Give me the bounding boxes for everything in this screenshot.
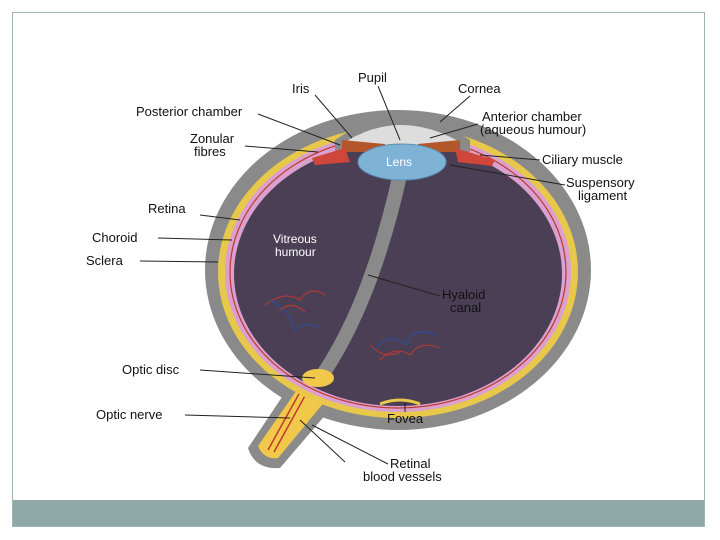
label-cornea: Cornea [458, 81, 501, 96]
label-retina: Retina [148, 201, 186, 216]
ciliary-right [455, 148, 495, 166]
hyaloid-canal-shape [316, 172, 408, 376]
ciliary-left [312, 148, 350, 165]
label-aqueous-humour: (aqueous humour) [480, 122, 586, 137]
label-suspensory: Suspensory [566, 175, 635, 190]
label-optic-disc: Optic disc [122, 362, 180, 377]
optic-nerve-vessel [267, 391, 307, 453]
label-ciliary-muscle: Ciliary muscle [542, 152, 623, 167]
label-retinal: Retinal [390, 456, 431, 471]
label-posterior-chamber: Posterior chamber [136, 104, 243, 119]
label-lens: Lens [386, 155, 412, 169]
eye-body [205, 110, 591, 469]
label-vitreous: Vitreous [273, 232, 317, 246]
label-iris: Iris [292, 81, 310, 96]
label-anterior-chamber: Anterior chamber [482, 109, 582, 124]
label-fibres: fibres [194, 144, 226, 159]
label-choroid: Choroid [92, 230, 138, 245]
lens-shape [357, 143, 447, 181]
label-ligament: ligament [578, 188, 628, 203]
label-optic-nerve: Optic nerve [96, 407, 162, 422]
label-sclera: Sclera [86, 253, 124, 268]
label-pupil: Pupil [358, 70, 387, 85]
optic-disc-shape [302, 369, 334, 387]
label-fovea: Fovea [387, 411, 424, 426]
retinal-vessels [264, 290, 441, 361]
footer-band [13, 500, 704, 526]
label-blood-vessels: blood vessels [363, 469, 442, 484]
vitreous-shape [234, 142, 562, 406]
label-humour: humour [275, 245, 316, 259]
label-canal: canal [450, 300, 481, 315]
label-hyaloid: Hyaloid [442, 287, 485, 302]
leader-lines [139, 85, 566, 465]
label-zonular: Zonular [190, 131, 235, 146]
fovea-dip [379, 398, 421, 406]
